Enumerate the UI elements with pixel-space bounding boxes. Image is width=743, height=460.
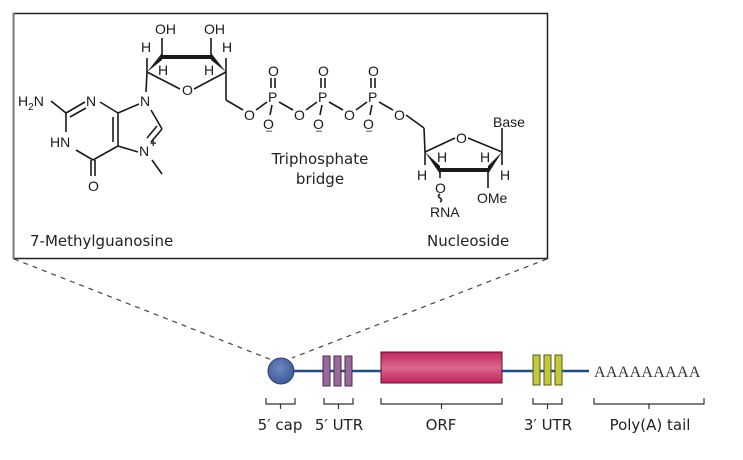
ribose-sugar-cap: OH OH H H H H O xyxy=(141,21,244,111)
zoom-line-left xyxy=(13,258,273,361)
hydrogen: H xyxy=(204,62,214,78)
triphosphate-label-line1: Triphosphate xyxy=(271,150,369,168)
nucleoside: Base O H H H H O OMe RNA xyxy=(417,114,525,220)
anionic-oxygen: O xyxy=(363,116,374,132)
hydroxyl-2: OH xyxy=(155,21,176,37)
ester-oxygen: O xyxy=(394,107,405,123)
atom-n3: N xyxy=(86,93,96,109)
anionic-oxygen: O xyxy=(313,116,324,132)
phosphoryl-oxygen: O xyxy=(318,63,329,79)
orf-label: ORF xyxy=(426,416,457,434)
negative-charge: – xyxy=(266,125,273,137)
hydrogen: H xyxy=(500,167,510,183)
triphosphate-bridge: O O P O – O O P O – O O P O – O Triphosp… xyxy=(244,63,425,188)
atom-n9: N xyxy=(140,93,150,109)
3-utr-element xyxy=(554,354,563,386)
3-utr-label: 3′ UTR xyxy=(524,416,572,434)
hydrogen: H xyxy=(437,149,447,165)
phosphoryl-oxygen: O xyxy=(268,63,279,79)
atom-n7: N xyxy=(139,143,149,159)
ring-oxygen: O xyxy=(182,82,193,98)
5-utr-elements xyxy=(322,355,353,387)
ester-oxygen: O xyxy=(244,107,255,123)
5-utr-element xyxy=(333,355,342,387)
3-utr-element xyxy=(532,354,541,386)
zoom-line-right xyxy=(291,258,548,359)
structure-inset-box xyxy=(12,12,549,260)
methoxy-group: OMe xyxy=(477,190,508,206)
nucleoside-label: Nucleoside xyxy=(427,232,509,250)
amino-group: H2N xyxy=(18,93,44,113)
phosphorus-alpha: P xyxy=(268,89,277,105)
phosphorus-gamma: P xyxy=(368,89,377,105)
positive-charge: + xyxy=(150,138,156,150)
3-utr-element xyxy=(543,354,552,386)
anionic-oxygen: O xyxy=(263,116,274,132)
poly-a-sequence: AAAAAAAAA xyxy=(594,364,701,381)
bridging-oxygen: O xyxy=(344,107,355,123)
bridging-oxygen: O xyxy=(294,107,305,123)
3-oxygen: O xyxy=(435,180,446,196)
5-utr-bracket xyxy=(323,398,354,409)
atom-o6: O xyxy=(88,178,99,194)
guanine-base: H2N N N HN N + O xyxy=(18,93,163,194)
5-cap-bracket xyxy=(265,398,296,409)
orf-box xyxy=(380,351,503,384)
hydrogen: H xyxy=(158,62,168,78)
hydrogen: H xyxy=(480,149,490,165)
negative-charge: – xyxy=(316,125,323,137)
ring-oxygen: O xyxy=(456,130,467,146)
hydrogen: H xyxy=(141,39,151,55)
3-utr-elements xyxy=(532,354,563,386)
5-utr-element xyxy=(344,355,353,387)
rna-chain: RNA xyxy=(430,204,460,220)
hydroxyl-3: OH xyxy=(204,21,225,37)
mrna-schematic: AAAAAAAAA 5′ cap 5′ UTR ORF 3′ UTR Poly(… xyxy=(258,351,705,434)
poly-a-label: Poly(A) tail xyxy=(610,416,691,434)
5-utr-label: 5′ UTR xyxy=(315,416,363,434)
poly-a-bracket xyxy=(593,398,705,409)
hydrogen: H xyxy=(417,167,427,183)
orf-bracket xyxy=(380,398,503,409)
triphosphate-label-line2: bridge xyxy=(296,170,344,188)
hydrogen: H xyxy=(222,39,232,55)
3-utr-bracket xyxy=(532,398,563,409)
base-label: Base xyxy=(493,114,525,130)
5-utr-element xyxy=(322,355,331,387)
atom-n1h: HN xyxy=(50,134,70,150)
cap-label: 7-Methylguanosine xyxy=(30,232,173,250)
5-cap-circle xyxy=(267,357,295,385)
phosphoryl-oxygen: O xyxy=(368,63,379,79)
negative-charge: – xyxy=(366,125,373,137)
phosphorus-beta: P xyxy=(318,89,327,105)
5-cap-label: 5′ cap xyxy=(258,416,303,434)
